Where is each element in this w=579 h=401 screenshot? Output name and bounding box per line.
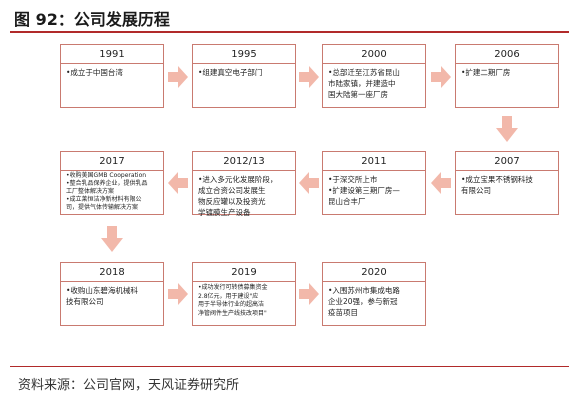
box-divider [61,63,163,64]
milestone-text: •成功发行可转债募集资金 2.8亿元，用于建设"应 用于半导体行业的超高洁 净管… [198,284,268,317]
arrow-right-icon [299,66,319,88]
box-divider [193,63,295,64]
milestone-year: 2017 [99,156,125,167]
source-note: 资料来源：公司官网，天风证券研究所 [18,378,240,393]
milestone-text: •成立宝果不锈钢科技 有限公司 [461,175,533,195]
milestone-year: 2011 [361,156,387,167]
box-divider [193,281,295,282]
milestone-text: •组建真空电子部门 [198,68,263,77]
milestone-box-1991: 1991 •成立于中国台湾 [60,44,164,108]
milestone-box-2020: 2020 •入围苏州市集成电路 企业20强，参与新冠 疫苗项目 [322,262,426,326]
milestone-text: •收购山东碧海机械科 技有限公司 [66,286,138,306]
arrow-down-icon [101,226,123,252]
milestone-box-2012-13: 2012/13 •进入多元化发展阶段， 成立合资公司发展生 物反应罐以及投资光 … [192,151,296,217]
milestone-text: •总部迁至江苏省昆山 市陆家镇，并建造中 国大陆第一座厂房 [328,68,400,99]
top-rule [10,31,569,33]
milestone-year: 2018 [99,267,125,278]
milestone-year: 2012/13 [223,156,265,167]
box-divider [61,281,163,282]
milestone-year: 2000 [361,49,387,60]
bottom-rule [10,366,569,367]
milestone-box-1995: 1995 •组建真空电子部门 [192,44,296,108]
milestone-box-2011: 2011 •于深交所上市 •扩建设第三期厂房— 昆山合丰厂 [322,151,426,215]
milestone-year: 2020 [361,267,387,278]
milestone-box-2018: 2018 •收购山东碧海机械科 技有限公司 [60,262,164,326]
milestone-year: 2007 [494,156,520,167]
arrow-right-icon [168,283,188,305]
arrow-left-icon [431,172,451,194]
arrow-right-icon [168,66,188,88]
milestone-text: •进入多元化发展阶段， 成立合资公司发展生 物反应罐以及投资光 学镀膜生产设备 [198,175,278,217]
milestone-text: •成立于中国台湾 [66,68,123,77]
milestone-year: 2019 [231,267,257,278]
milestone-year: 2006 [494,49,520,60]
arrow-right-icon [299,283,319,305]
box-divider [193,170,295,171]
milestone-box-2007: 2007 •成立宝果不锈钢科技 有限公司 [455,151,559,215]
figure-title: 图 92：公司发展历程 [14,10,170,29]
milestone-year: 1991 [99,49,125,60]
box-divider [456,170,558,171]
milestone-text: •收购美国GMB Cooperation •整合乳品保养企业，提供乳品 工厂整体… [66,172,148,211]
box-divider [323,170,425,171]
milestone-text: •扩建二期厂房 [461,68,511,77]
arrow-down-icon [496,116,518,142]
box-divider [456,63,558,64]
milestone-text: •于深交所上市 •扩建设第三期厂房— 昆山合丰厂 [328,175,400,206]
milestone-box-2000: 2000 •总部迁至江苏省昆山 市陆家镇，并建造中 国大陆第一座厂房 [322,44,426,108]
box-divider [323,281,425,282]
milestone-year: 1995 [231,49,257,60]
milestone-box-2019: 2019 •成功发行可转债募集资金 2.8亿元，用于建设"应 用于半导体行业的超… [192,262,296,326]
arrow-right-icon [431,66,451,88]
milestone-box-2006: 2006 •扩建二期厂房 [455,44,559,108]
box-divider [323,63,425,64]
box-divider [61,170,163,171]
arrow-left-icon [299,172,319,194]
milestone-text: •入围苏州市集成电路 企业20强，参与新冠 疫苗项目 [328,286,400,317]
arrow-left-icon [168,172,188,194]
milestone-box-2017: 2017 •收购美国GMB Cooperation •整合乳品保养企业，提供乳品… [60,151,164,215]
